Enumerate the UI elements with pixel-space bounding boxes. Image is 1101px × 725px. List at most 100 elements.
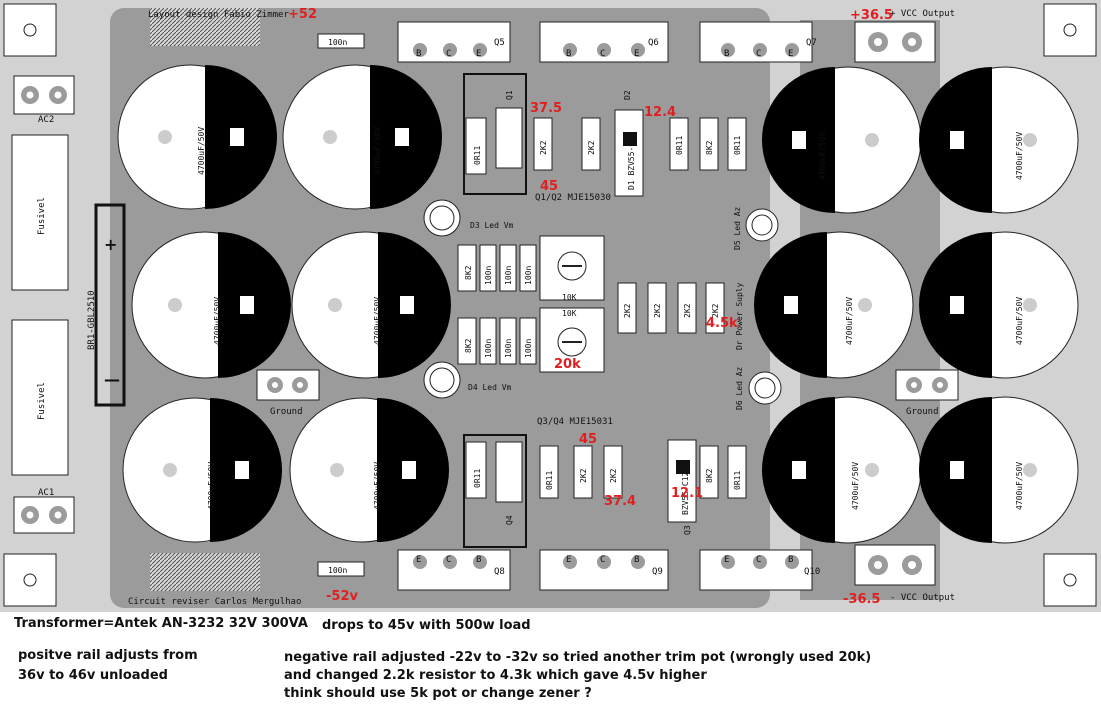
annotation-37-4: 37.4 (604, 494, 636, 509)
svg-text:4700uF/50V: 4700uF/50V (1015, 297, 1024, 345)
svg-text:Q4: Q4 (505, 515, 514, 525)
ground-left-label: Ground (270, 407, 303, 417)
cap-c10: 4700uF/50V (919, 231, 1079, 379)
annotation-minus52: -52v (326, 589, 358, 604)
q6-label: Q6 (648, 38, 659, 48)
trimpot-top: 10K (539, 235, 605, 302)
svg-text:B: B (788, 555, 793, 565)
svg-text:100n: 100n (524, 339, 533, 358)
note-negative-rail-1: negative rail adjusted -22v to -32v so t… (284, 650, 872, 665)
cap-c4: 4700uF/50V (291, 231, 451, 379)
svg-text:2K2: 2K2 (623, 303, 632, 318)
note-negative-rail-3: think should use 5k pot or change zener … (284, 686, 592, 701)
cap-c3: 4700uF/50V (131, 231, 291, 379)
q3q4-label: Q3/Q4 MJE15031 (537, 417, 613, 427)
svg-text:4700uF/50V: 4700uF/50V (1015, 132, 1024, 180)
svg-text:BZV55-C12: BZV55-C12 (681, 471, 690, 515)
cap-c9: 4700uF/50V (754, 231, 914, 379)
cap-100n-top: 100n (317, 33, 365, 49)
d3-label: D3 Led Vm (470, 221, 514, 230)
ground-right-label: Ground (906, 407, 939, 417)
svg-text:Q3: Q3 (683, 525, 692, 535)
annotation-minus36-5: -36.5 (843, 592, 880, 607)
ground-right: Ground (895, 369, 959, 417)
ac1-connector: AC1 (13, 488, 75, 534)
fuse-top: Fusivel (11, 134, 69, 291)
vcc-output-top: + VCC Output (854, 9, 955, 63)
resistors-bottom-row: 0R11 2K2 2K2 8K2 0R11 (539, 445, 747, 499)
cap-c6: 4700uF/50V (289, 397, 449, 543)
trimpot-bottom: 10K (539, 307, 605, 373)
svg-text:100n: 100n (484, 266, 493, 285)
power-supply-label: Dr Power Suply (735, 282, 744, 350)
svg-text:0R11: 0R11 (473, 146, 482, 165)
svg-text:100n: 100n (504, 339, 513, 358)
heatsink-bottom (150, 553, 260, 591)
svg-text:4700uF/50V: 4700uF/50V (845, 297, 854, 345)
transistor-q7: B C E Q7 (699, 21, 817, 63)
svg-text:100n: 100n (524, 266, 533, 285)
svg-text:C: C (446, 49, 451, 59)
cap-c7: 4700uF/50V (762, 66, 922, 214)
vcc-output-top-label: + VCC Output (890, 9, 955, 19)
svg-text:4700uF/50V: 4700uF/50V (207, 462, 216, 510)
svg-text:2K2: 2K2 (653, 303, 662, 318)
transistor-q9: E C B Q9 (539, 549, 669, 591)
bridge-plus: + (104, 235, 117, 254)
svg-text:B: B (566, 49, 571, 59)
svg-text:0R11: 0R11 (733, 471, 742, 490)
annotation-45-bottom: 45 (579, 432, 597, 447)
transistor-q5: B C E Q5 (397, 21, 511, 63)
svg-text:C: C (600, 555, 605, 565)
credits-top: Layout design Fabio Zimmer (148, 10, 289, 20)
svg-text:100n: 100n (328, 38, 347, 47)
svg-text:8K2: 8K2 (705, 468, 714, 483)
svg-text:2K2: 2K2 (587, 140, 596, 155)
note-positive-rail-2: 36v to 46v unloaded (18, 668, 168, 683)
driver-q4: Q4 0R11 (463, 434, 527, 548)
transistor-q6: B C E Q6 (539, 21, 669, 63)
svg-text:D2: D2 (623, 90, 632, 100)
cap-c12: 4700uF/50V (919, 396, 1079, 544)
svg-text:B: B (634, 555, 639, 565)
svg-text:0R11: 0R11 (675, 136, 684, 155)
fuse-bottom-label: Fusivel (37, 382, 47, 420)
cap-c5: 4700uF/50V (122, 397, 282, 543)
annotation-plus52: +52 (288, 7, 317, 22)
svg-text:4700uF/50V: 4700uF/50V (373, 297, 382, 345)
q1q2-label: Q1/Q2 MJE15030 (535, 193, 611, 203)
credits-bottom: Circuit reviser Carlos Mergulhao (128, 597, 301, 607)
svg-text:B: B (724, 49, 729, 59)
svg-text:4700uF/50V: 4700uF/50V (373, 127, 382, 175)
svg-text:E: E (788, 49, 793, 59)
svg-text:8K2: 8K2 (464, 265, 473, 280)
svg-text:0R11: 0R11 (473, 469, 482, 488)
svg-text:0R11: 0R11 (733, 136, 742, 155)
q10-label: Q10 (804, 567, 820, 577)
note-transformer: Transformer=Antek AN-3232 32V 300VA (14, 616, 308, 631)
vcc-output-bottom-label: - VCC Output (890, 593, 955, 603)
svg-text:2K2: 2K2 (711, 303, 720, 318)
svg-text:C: C (600, 49, 605, 59)
svg-text:100n: 100n (484, 339, 493, 358)
zener-bottom: BZV55-C12 Q3 (667, 439, 697, 535)
svg-text:C: C (756, 555, 761, 565)
zener-d1: D1 BZV55-C12 D2 (614, 90, 644, 197)
bridge-minus: — (104, 370, 120, 389)
svg-text:4700uF/50V: 4700uF/50V (818, 132, 827, 180)
svg-text:2K2: 2K2 (683, 303, 692, 318)
fuse-top-label: Fusivel (37, 197, 47, 235)
cap-c2: 4700uF/50V (282, 64, 442, 210)
cap-c1: 4700uF/50V (117, 64, 277, 210)
led-d4 (423, 361, 461, 399)
svg-text:2K2: 2K2 (609, 468, 618, 483)
svg-text:D1 BZV55-C12: D1 BZV55-C12 (627, 132, 636, 190)
svg-text:4700uF/50V: 4700uF/50V (197, 127, 206, 175)
svg-text:E: E (724, 555, 729, 565)
annotation-12-1: 12.1 (671, 486, 703, 501)
svg-text:E: E (476, 49, 481, 59)
led-d3 (423, 199, 461, 237)
cap-100n-bottom: 100n (317, 561, 365, 577)
